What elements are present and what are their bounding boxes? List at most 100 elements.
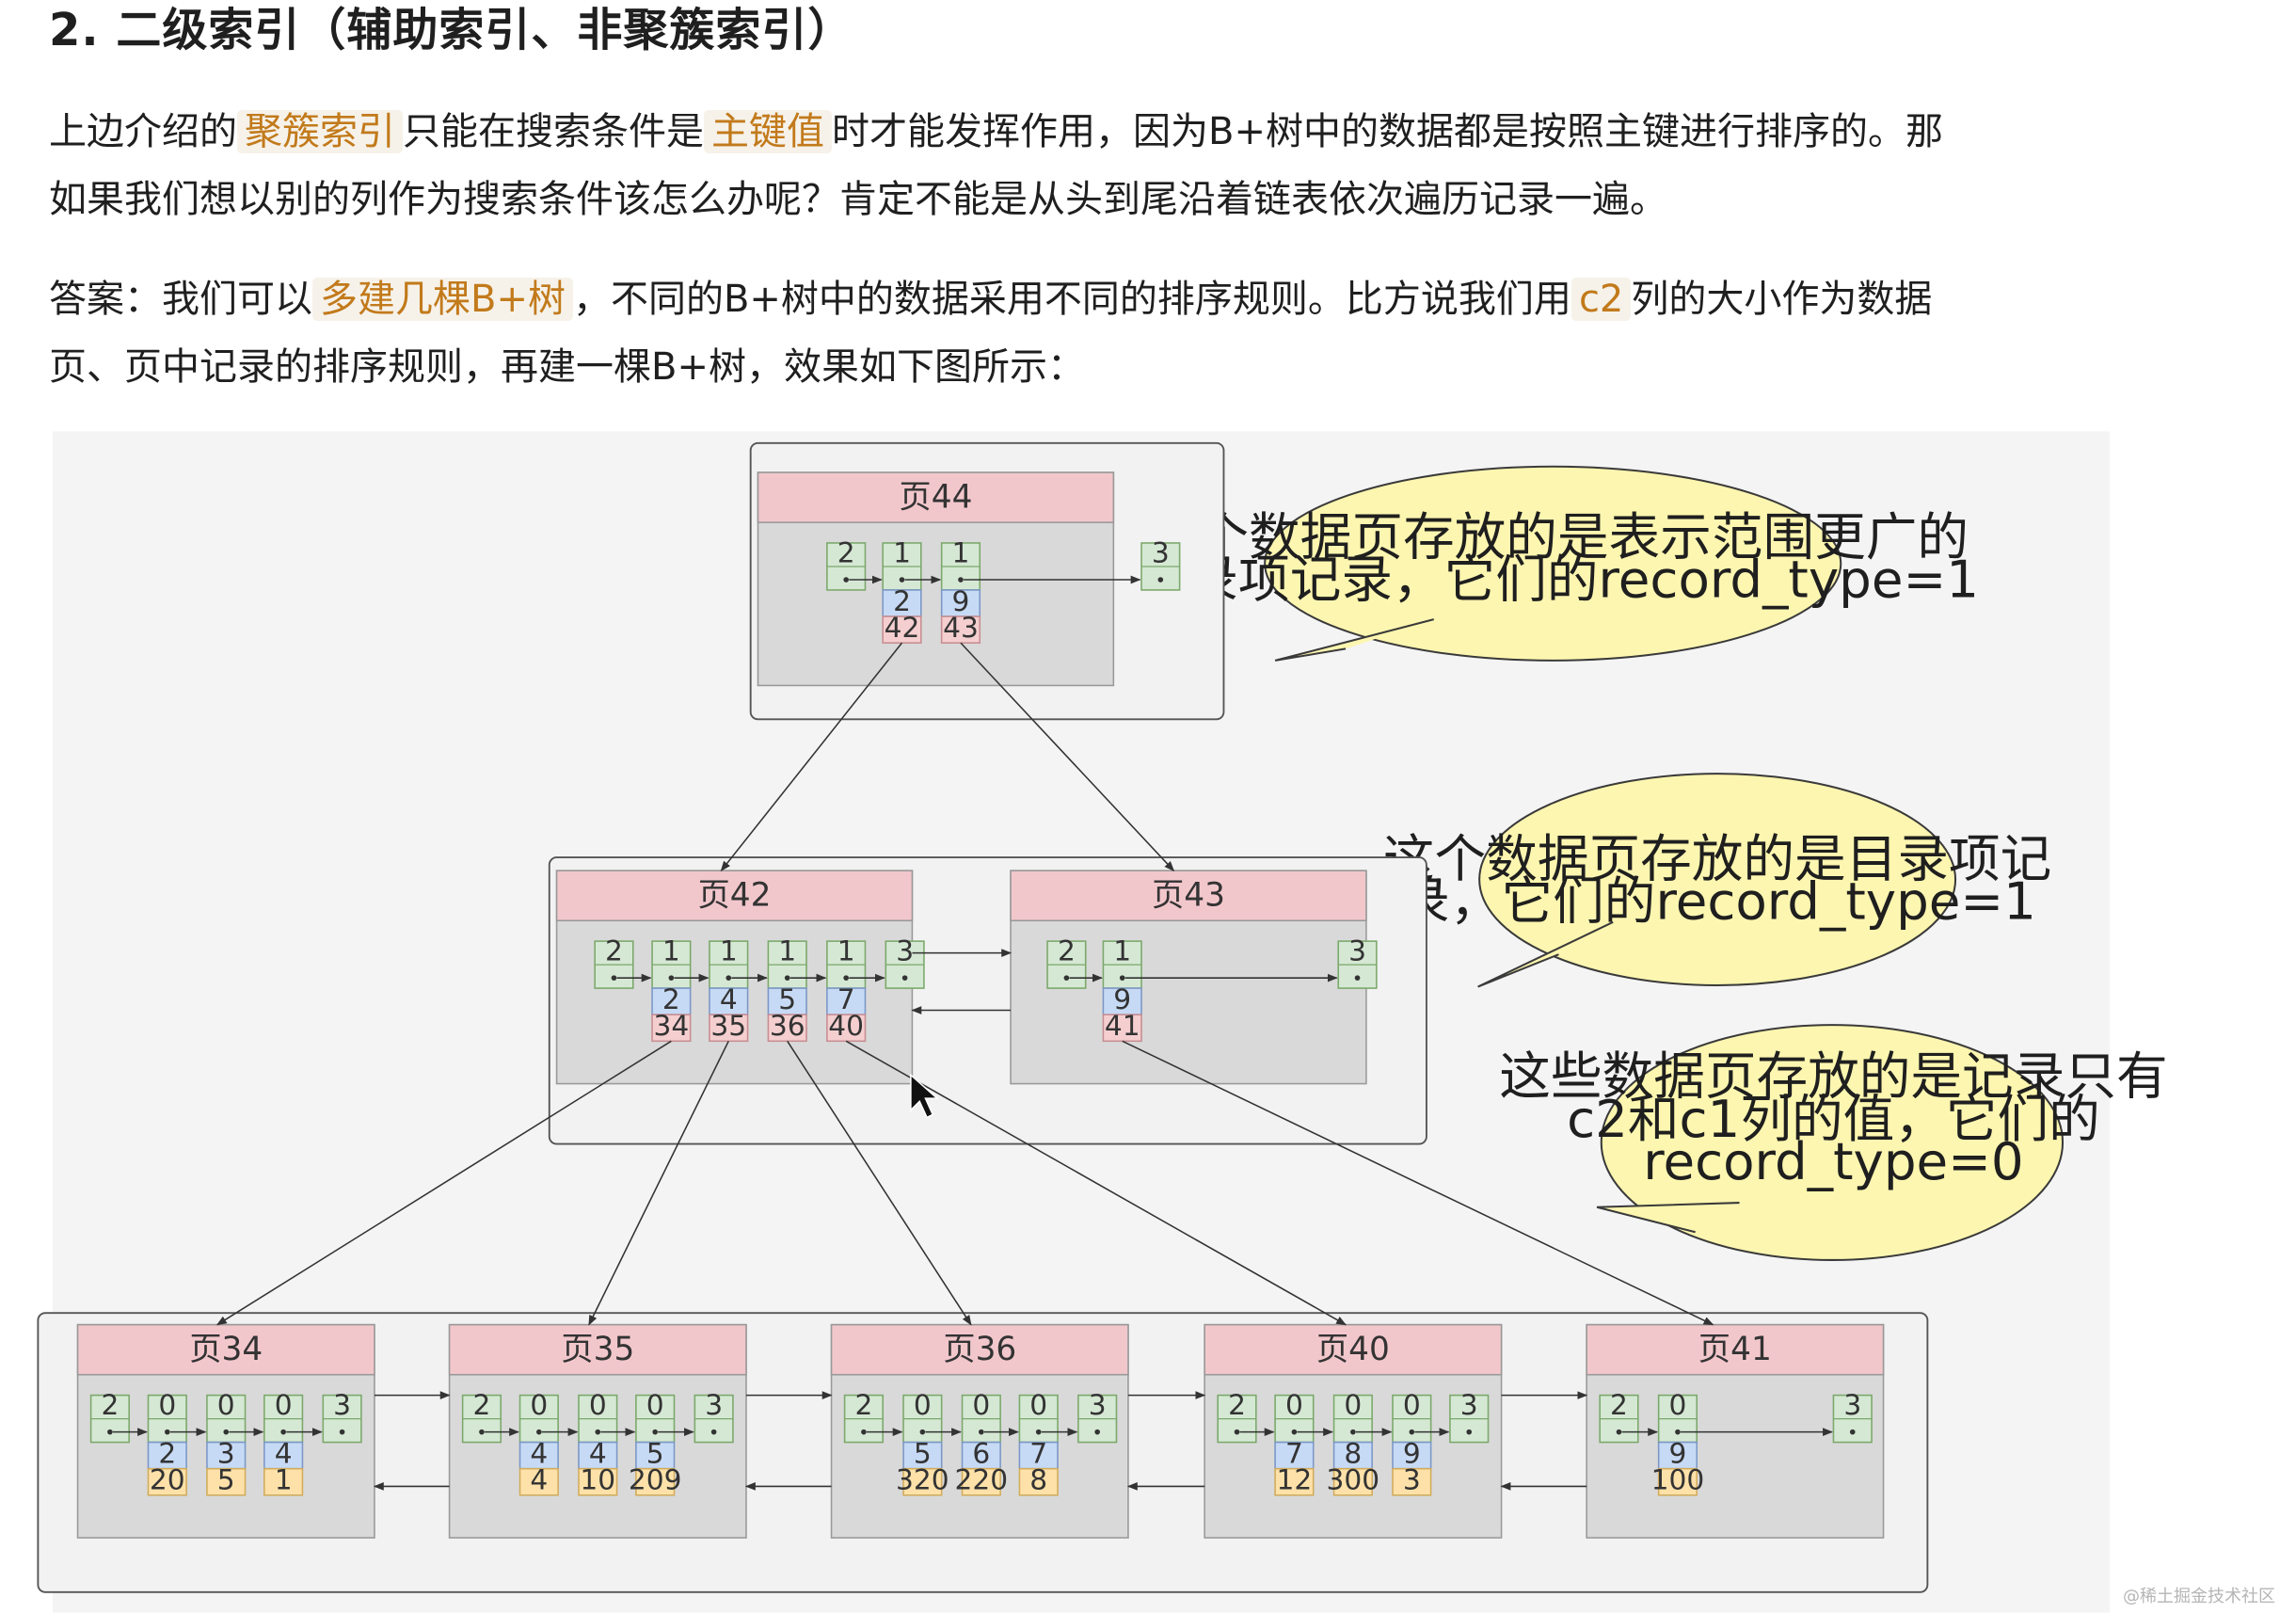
c1-value-cell	[1274, 1467, 1315, 1496]
page-header	[76, 1323, 375, 1376]
next-record-pointer	[1409, 1429, 1415, 1435]
term-clustered-index: 聚簇索引	[237, 110, 403, 153]
child-page-number: 42	[885, 611, 920, 644]
speech-bubble-text: 这个数据页存放的是表示范围更广的	[1146, 506, 1969, 567]
child-page-number: 36	[770, 1009, 805, 1042]
record-type-value: 0	[530, 1388, 548, 1421]
p1-text: 时才能发挥作用，因为B+树中的数据都是按照主键进行排序的。那	[832, 110, 1943, 153]
record-type-value: 0	[158, 1388, 176, 1421]
record-type-value: 0	[217, 1388, 235, 1421]
c2-value: 4	[720, 982, 738, 1015]
c2-value: 5	[914, 1436, 932, 1469]
page-number-cell	[940, 615, 981, 644]
speech-bubble-text: 录，它们的record_type=1	[1398, 871, 2036, 932]
c2-value-cell	[147, 1441, 187, 1470]
next-record-pointer	[899, 577, 905, 583]
speech-bubble-text: 目录项记录，它们的record_type=1	[1136, 550, 1979, 610]
child-page-pointer	[588, 1040, 729, 1326]
c1-value-cell	[1018, 1467, 1059, 1496]
intro-paragraph: 上边介绍的聚簇索引只能在搜索条件是主键值时才能发挥作用，因为B+树中的数据都是按…	[49, 98, 1943, 233]
speech-bubble	[1478, 773, 1957, 986]
record-type-value: 2	[101, 1388, 119, 1421]
page-number-cell	[882, 615, 922, 644]
next-record-pointer	[1291, 1429, 1298, 1435]
c1-value-cell	[263, 1467, 304, 1496]
next-record-pointer	[164, 1429, 170, 1435]
record-type-value: 3	[1348, 934, 1366, 966]
page-title: 页40	[1316, 1331, 1390, 1368]
section-heading: 2. 二级索引（辅助索引、非聚簇索引）	[49, 4, 854, 56]
c1-value-cell	[961, 1467, 1001, 1496]
watermark: @稀土掘金技术社区	[2123, 1587, 2275, 1606]
next-record-pointer	[339, 1429, 345, 1435]
c1-value: 220	[955, 1463, 1009, 1496]
next-record-pointer	[223, 1429, 230, 1435]
c2-value-cell	[1102, 987, 1142, 1015]
speech-bubble-text: c2和c1列的值，它们的	[1567, 1089, 2100, 1149]
next-record-pointer	[479, 1429, 485, 1435]
record-type-value: 1	[662, 934, 680, 966]
record-type-value: 1	[952, 535, 970, 568]
record-type-value: 3	[1089, 1388, 1107, 1421]
p1-text: 只能在搜索条件是	[403, 110, 704, 153]
c1-value-cell	[147, 1467, 187, 1496]
child-page-pointer	[720, 642, 903, 872]
child-page-pointer	[960, 642, 1175, 871]
record-type-value: 3	[705, 1388, 723, 1421]
c1-value-cell	[518, 1467, 559, 1496]
record-type-value: 1	[837, 934, 855, 966]
child-page-pointer	[787, 1040, 972, 1326]
c2-value: 9	[952, 584, 970, 617]
c2-value: 7	[1285, 1436, 1303, 1469]
c1-value: 209	[629, 1463, 682, 1496]
next-record-pointer	[958, 577, 964, 583]
secondary-index-btree-diagram: 这个数据页存放的是表示范围更广的目录项记录，它们的record_type=1这个…	[37, 431, 2168, 1613]
next-record-pointer	[1119, 975, 1125, 981]
c2-value-cell	[263, 1441, 304, 1470]
record-type-value: 3	[1152, 535, 1170, 568]
c1-value-cell	[902, 1467, 943, 1496]
record-type-value: 2	[605, 934, 623, 966]
next-record-pointer	[901, 975, 908, 981]
page-header	[1010, 870, 1367, 922]
term-c2: c2	[1571, 278, 1632, 321]
child-page-number: 41	[1105, 1009, 1140, 1042]
record-type-value: 2	[1058, 934, 1076, 966]
c2-value-cell	[940, 589, 981, 617]
c2-value: 7	[1029, 1436, 1047, 1469]
c1-value: 1	[275, 1463, 293, 1496]
next-record-pointer	[1063, 975, 1070, 981]
next-record-pointer	[1035, 1429, 1042, 1435]
next-record-pointer	[979, 1429, 984, 1435]
c2-value: 6	[972, 1436, 990, 1469]
record-type-value: 0	[914, 1388, 932, 1421]
child-page-pointer	[215, 1040, 672, 1326]
record-type-value: 0	[1344, 1388, 1362, 1421]
c1-value-cell	[206, 1467, 247, 1496]
record-type-value: 1	[720, 934, 738, 966]
speech-bubble	[1264, 465, 1842, 662]
c2-value: 7	[837, 982, 855, 1015]
page-title: 页34	[189, 1331, 263, 1368]
c2-value: 9	[1113, 982, 1131, 1015]
p2-text: 答案：我们可以	[49, 278, 312, 321]
c2-value: 4	[589, 1436, 607, 1469]
next-record-pointer	[919, 1429, 926, 1435]
c2-value: 2	[893, 584, 911, 617]
mouse-cursor-icon	[910, 1073, 940, 1119]
child-page-pointer	[1122, 1040, 1714, 1326]
record-type-value: 0	[1285, 1388, 1303, 1421]
next-record-pointer	[725, 975, 732, 981]
page-title: 页36	[943, 1331, 1016, 1368]
speech-bubble	[1600, 1024, 2065, 1261]
c1-value-cell	[578, 1467, 618, 1496]
record-type-value: 2	[837, 535, 855, 568]
child-page-number: 35	[710, 1009, 746, 1042]
